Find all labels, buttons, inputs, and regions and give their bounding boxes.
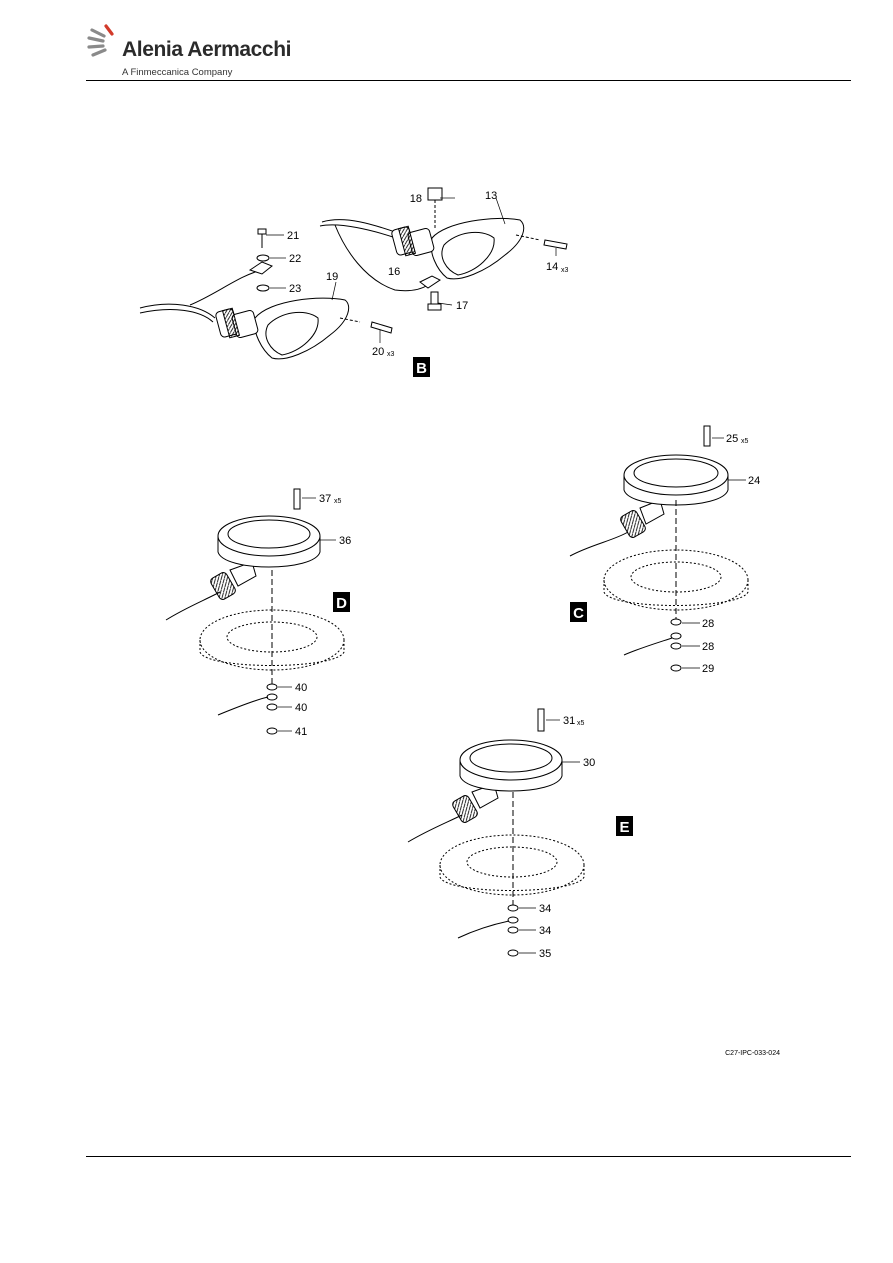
- connector-e: [452, 795, 478, 823]
- callout-20: 20: [372, 346, 384, 358]
- view-b-assembly: [139, 187, 568, 360]
- screw-20: [370, 321, 393, 334]
- callout-28a: 28: [702, 618, 714, 630]
- view-label-b: B: [416, 360, 427, 377]
- callout-31-qty: x5: [577, 720, 585, 727]
- washer-23: [256, 284, 270, 292]
- callout-30: 30: [583, 757, 595, 769]
- screw-14: [543, 239, 568, 250]
- callout-23: 23: [289, 283, 301, 295]
- callout-34b: 34: [539, 925, 551, 937]
- callout-37: 37: [319, 493, 331, 505]
- callout-36: 36: [339, 535, 351, 547]
- screw-31: [537, 708, 545, 732]
- view-labels: B C D E: [333, 357, 633, 836]
- logo-accent: [104, 24, 114, 36]
- callout-24: 24: [748, 475, 760, 487]
- callout-18: 18: [410, 193, 422, 205]
- connector-knurl: [221, 307, 241, 339]
- washer-22: [256, 254, 270, 262]
- nut-41: [266, 727, 278, 735]
- callout-17: 17: [456, 300, 468, 312]
- callout-31: 31: [563, 715, 575, 727]
- header-rule: [86, 80, 851, 81]
- nut-35: [507, 949, 519, 957]
- callout-labels: 18 13 14 x3 16 17 19 20 x3 21 22 23 25 x…: [287, 190, 760, 960]
- view-d-box: [333, 592, 350, 612]
- callout-35: 35: [539, 948, 551, 960]
- screw-21: [257, 228, 267, 235]
- view-label-c: C: [573, 605, 584, 622]
- washer-28b: [670, 642, 682, 650]
- logo-stroke: [91, 48, 107, 57]
- callout-20-qty: x3: [387, 351, 395, 358]
- connector-d: [210, 572, 236, 600]
- brand-name: Alenia Aermacchi: [122, 38, 292, 61]
- view-c-box: [570, 602, 587, 622]
- callout-41: 41: [295, 726, 307, 738]
- brand-subtitle: A Finmeccanica Company: [122, 67, 233, 78]
- bolt-17: [430, 291, 439, 305]
- connector-c: [620, 510, 646, 538]
- callout-28b: 28: [702, 641, 714, 653]
- callout-21: 21: [287, 230, 299, 242]
- callout-leaders: [266, 197, 746, 954]
- nav-light-lens: [265, 311, 319, 356]
- callout-29: 29: [702, 663, 714, 675]
- washer-34b: [507, 926, 519, 934]
- washer-40: [266, 683, 278, 691]
- callout-19: 19: [326, 271, 338, 283]
- callout-40a: 40: [295, 682, 307, 694]
- callout-16: 16: [388, 266, 400, 278]
- callout-25-qty: x5: [741, 438, 749, 445]
- callout-40b: 40: [295, 702, 307, 714]
- view-c-assembly: [569, 425, 749, 672]
- screw-25: [703, 425, 711, 447]
- view-label-d: D: [336, 595, 347, 612]
- view-e-assembly: [407, 708, 585, 957]
- view-label-e: E: [619, 819, 629, 836]
- nut-29: [670, 664, 682, 672]
- terminal-lug: [248, 261, 273, 275]
- screw-37: [293, 488, 301, 510]
- view-d-assembly: [165, 488, 345, 735]
- nut-18: [427, 187, 443, 201]
- washer-34: [507, 904, 519, 912]
- callout-13: 13: [485, 190, 497, 202]
- view-b-box: [413, 357, 430, 377]
- view-e-box: [616, 816, 633, 836]
- company-logo: [87, 24, 114, 57]
- callout-22: 22: [289, 253, 301, 265]
- footer-rule: [86, 1156, 851, 1157]
- logo-stroke: [87, 36, 105, 43]
- washer-40b: [266, 703, 278, 711]
- callout-37-qty: x5: [334, 498, 342, 505]
- callout-14-qty: x3: [561, 267, 569, 274]
- callout-14: 14: [546, 261, 558, 273]
- figure-reference: C27-IPC-033-024: [725, 1050, 780, 1057]
- callout-25: 25: [726, 433, 738, 445]
- logo-stroke: [87, 44, 105, 49]
- washer-28: [670, 618, 682, 626]
- logo-stroke: [90, 28, 106, 38]
- callout-34a: 34: [539, 903, 551, 915]
